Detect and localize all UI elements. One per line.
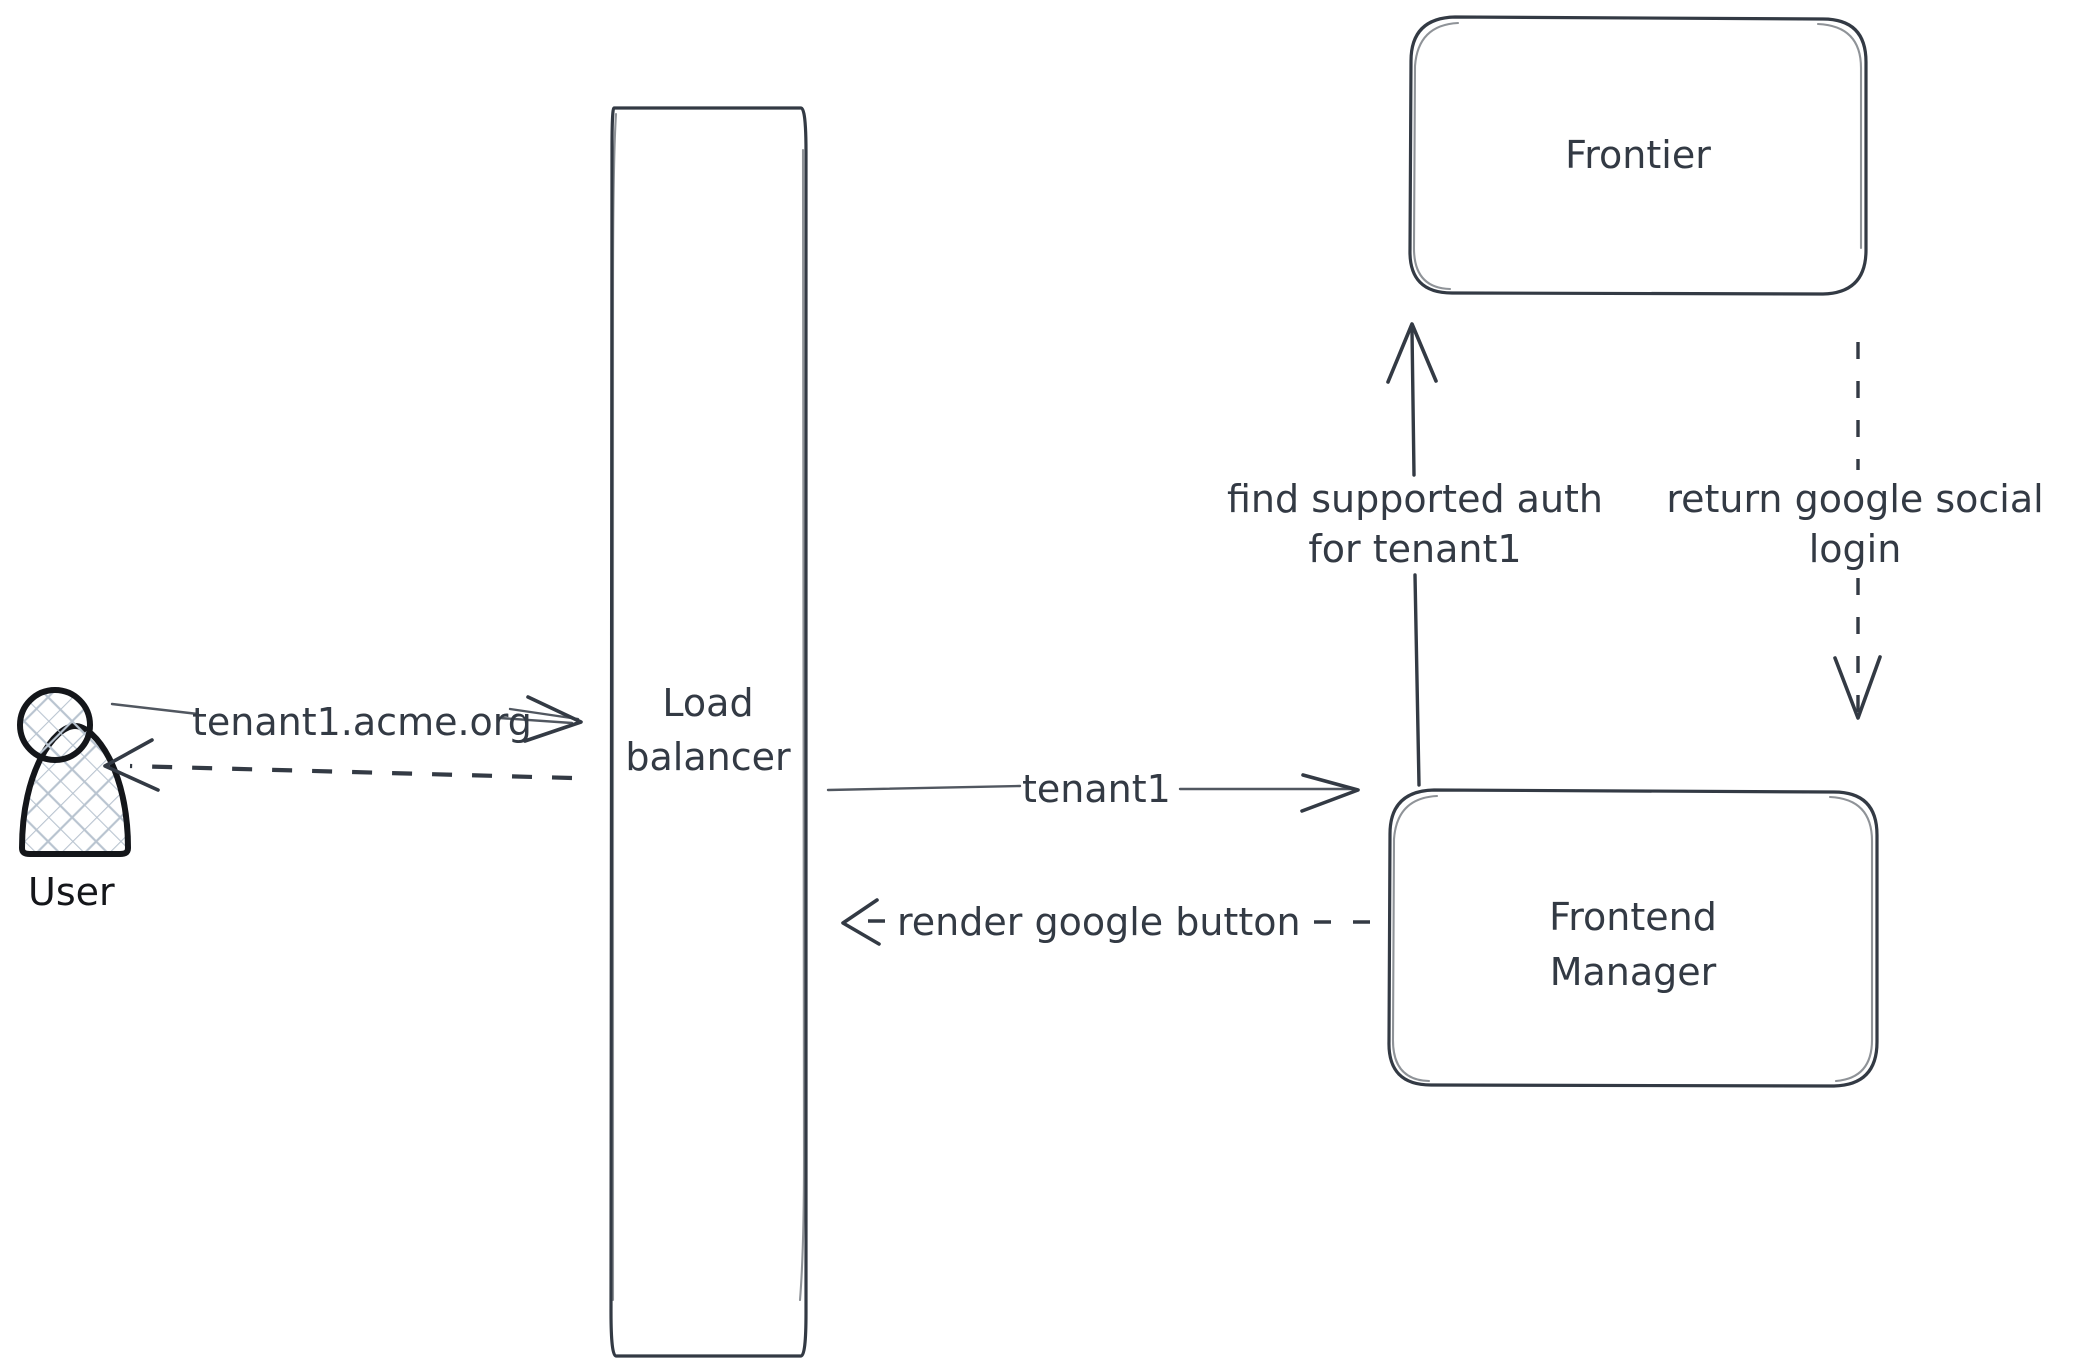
edge-fm-to-frontier-segment-lower [1413, 573, 1421, 787]
edge-fm-to-frontier-label-line1: find supported auth [1227, 477, 1603, 521]
frontier-ghost-stroke-right [1816, 22, 1863, 250]
load-balancer-label-line2: balancer [625, 735, 791, 779]
edge-lb-to-user-line [129, 763, 573, 781]
node-frontend-manager[interactable]: Frontend Manager [1387, 788, 1879, 1088]
frontend-manager-ghost-stroke [1391, 794, 1439, 1083]
node-frontier[interactable]: Frontier [1408, 15, 1868, 296]
edge-load-balancer-to-user[interactable] [103, 738, 573, 792]
load-balancer-ghost-stroke-right [798, 148, 806, 1302]
edge-user-to-lb-arrowhead [523, 695, 583, 743]
edge-lb-to-fm-label: tenant1 [1022, 767, 1171, 811]
edge-fm-to-frontier-arrowhead [1386, 322, 1438, 384]
frontier-ghost-stroke [1412, 21, 1460, 291]
frontend-manager-label-line1: Frontend [1549, 895, 1717, 939]
user-label: User [28, 870, 115, 914]
edge-frontier-to-fm-label-line2: login [1809, 527, 1902, 571]
user-head-hatch2 [20, 690, 90, 760]
edge-user-to-lb-label: tenant1.acme.org [192, 700, 532, 744]
user-head-outline [17, 687, 93, 763]
edge-frontend-manager-to-frontier[interactable]: find supported auth for tenant1 [1227, 322, 1603, 787]
edge-user-to-lb-segment-right2 [508, 707, 580, 721]
edge-fm-to-lb-label: render google button [897, 900, 1301, 944]
frontend-manager-shape [1387, 788, 1879, 1088]
node-load-balancer[interactable]: Load balancer [609, 106, 808, 1358]
frontier-label: Frontier [1565, 133, 1711, 177]
edge-load-balancer-to-frontend-manager[interactable]: tenant1 [826, 767, 1360, 813]
frontend-manager-ghost-stroke-right [1828, 795, 1874, 1083]
edge-frontier-to-fm-label-line1: return google social [1666, 477, 2043, 521]
edge-lb-to-fm-arrowhead [1300, 773, 1360, 813]
load-balancer-ghost-stroke [611, 112, 618, 1302]
node-user[interactable]: User [17, 687, 131, 914]
edge-frontier-to-fm-arrowhead [1833, 655, 1882, 720]
edge-fm-to-lb-arrowhead [841, 898, 881, 946]
edge-frontend-manager-to-load-balancer[interactable]: render google button [841, 898, 1370, 946]
edge-fm-to-frontier-segment-upper [1410, 328, 1416, 477]
edge-user-to-lb-segment-left [110, 702, 200, 716]
frontend-manager-label-line2: Manager [1550, 950, 1717, 994]
edge-frontier-to-frontend-manager[interactable]: return google social login [1666, 342, 2044, 720]
load-balancer-shape [609, 106, 808, 1358]
edge-fm-to-frontier-label-line2: for tenant1 [1308, 527, 1521, 571]
edge-user-to-lb-segment-right [498, 716, 574, 725]
edge-user-to-load-balancer[interactable]: tenant1.acme.org [110, 695, 583, 744]
edge-lb-to-fm-segment-left [826, 784, 1022, 792]
edge-lb-to-user-arrowhead [103, 738, 160, 792]
load-balancer-label-line1: Load [662, 681, 753, 725]
frontier-shape [1408, 15, 1868, 296]
